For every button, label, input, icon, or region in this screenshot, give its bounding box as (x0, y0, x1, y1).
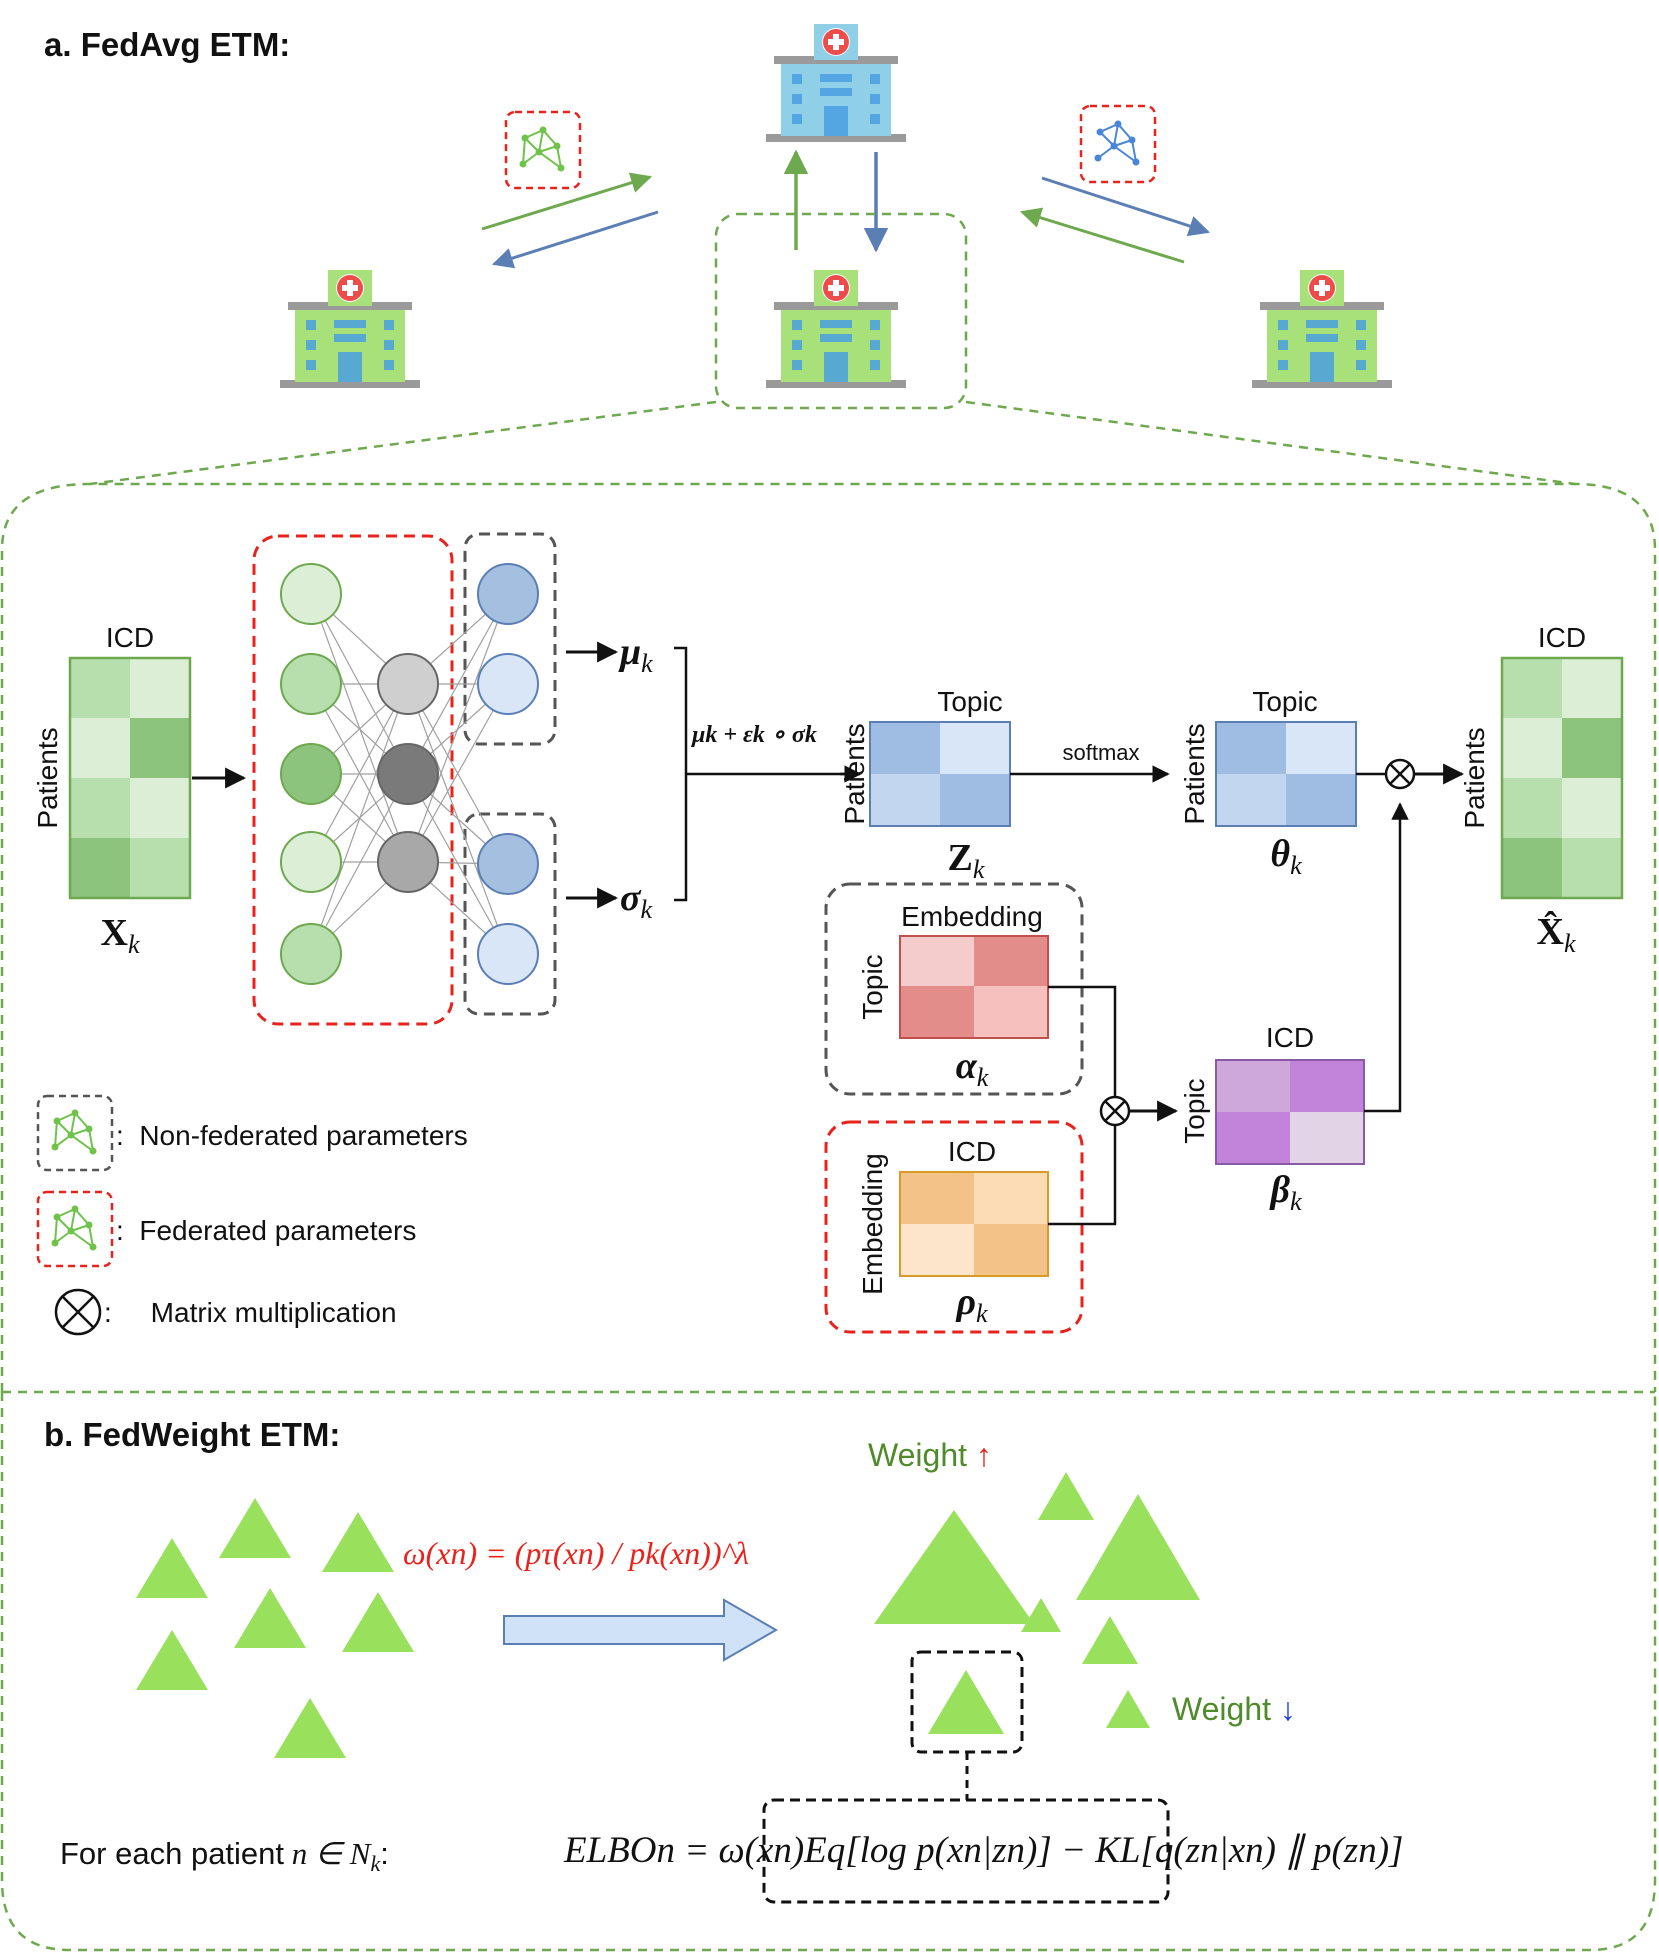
upload-arrow-right (1019, 207, 1185, 264)
beta-matrix-side-label: Topic (1179, 1078, 1210, 1143)
legend-non-federated-swatch (36, 1094, 114, 1172)
reweighting-arrow (503, 1598, 779, 1662)
legend-non-federated-label: : Non-federated parameters (116, 1120, 468, 1151)
legend-federated-label: : Federated parameters (116, 1215, 416, 1246)
reparam-label: μk + εk ∘ σk (690, 722, 817, 748)
beta-matrix-top-label: ICD (1266, 1022, 1314, 1053)
input-samples (136, 1498, 414, 1758)
matmul-legend-icon (54, 1288, 102, 1336)
upload-arrow-left (481, 172, 653, 231)
download-arrow-right (1041, 176, 1210, 237)
input-matrix-side-label: Patients (32, 727, 63, 828)
alpha-matrix-top-label: Embedding (901, 901, 1043, 932)
output-matrix-side-label: Patients (1459, 727, 1490, 828)
network-icon (50, 1108, 98, 1156)
weight-down-label: Weight ↓ (1172, 1691, 1296, 1727)
network-icon (518, 125, 566, 173)
softmax-label: softmax (1062, 740, 1139, 765)
zoom-line-right (965, 400, 1576, 486)
weight-up-label: Weight ↑ (868, 1437, 992, 1473)
matmul-symbol-beta (1099, 1095, 1131, 1127)
alpha-matrix-var: αk (956, 1045, 989, 1092)
theta-matrix-top-label: Topic (1252, 686, 1317, 717)
output-matrix-top-label: ICD (1538, 622, 1586, 653)
input-matrix-x: ICD Patients Xk (32, 622, 192, 959)
hospital-icon-left (280, 270, 420, 388)
input-layer (280, 563, 342, 985)
rho-matrix-var: ρk (955, 1281, 988, 1328)
federated-encoder-frame (252, 534, 454, 1026)
alpha-to-product (1048, 985, 1117, 1097)
rho-matrix-top-label: ICD (948, 1136, 996, 1167)
beta-to-final-product (1364, 802, 1409, 1113)
hidden-layer (377, 653, 439, 893)
sigma-label: σk (620, 877, 652, 924)
z-matrix: Topic Patients Zk (839, 686, 1011, 884)
legend-matmul-label: : Matrix multiplication (104, 1297, 397, 1328)
legend: : Non-federated parameters : Federated p… (36, 1094, 468, 1336)
rho-matrix: ICD Embedding ρk (857, 1136, 1049, 1328)
input-matrix-top-label: ICD (106, 622, 154, 653)
alpha-matrix: Embedding Topic αk (857, 901, 1049, 1092)
z-matrix-var: Zk (948, 837, 985, 884)
theta-matrix-var: θk (1270, 833, 1302, 880)
federated-rho-frame (824, 1120, 1084, 1334)
network-icon (1093, 119, 1141, 167)
weight-term-frame (762, 1798, 1170, 1904)
weight-formula: ω(xn) = (pτ(xn) / pk(xn))^λ (403, 1535, 749, 1571)
panel-a-title: a. FedAvg ETM: (44, 26, 290, 63)
matmul-symbol-final (1384, 758, 1416, 790)
output-matrix-var: X̂k (1537, 911, 1576, 958)
mu-label: μk (618, 631, 653, 678)
legend-federated-swatch (36, 1190, 114, 1268)
weighted-samples (874, 1472, 1200, 1734)
theta-matrix: Topic Patients θk (1179, 686, 1357, 880)
sigma-head-frame (463, 812, 557, 1016)
model-detail-frame (0, 482, 1657, 1392)
network-icon-frame-right (1079, 104, 1157, 184)
panel-b-title: b. FedWeight ETM: (44, 1416, 340, 1453)
network-icon (50, 1204, 98, 1252)
theta-matrix-side-label: Patients (1179, 723, 1210, 824)
beta-matrix: ICD Topic βk (1179, 1022, 1365, 1216)
latent-layer (477, 563, 539, 985)
local-client-highlight (714, 212, 968, 410)
output-matrix-x-hat: ICD Patients X̂k (1459, 622, 1624, 958)
hospital-icon-server (766, 24, 906, 142)
for-each-label: For each patient n ∈ Nk: (60, 1836, 389, 1876)
panel-b-frame (0, 1392, 1657, 1952)
hospital-icon-center (766, 270, 906, 388)
beta-matrix-var: βk (1268, 1169, 1301, 1216)
elbo-equation: ELBOn = ω(xn)Eq[log p(xn|zn)] − KL[q(zn|… (563, 1830, 1403, 1871)
network-icon-frame-left (504, 110, 582, 190)
zoom-line-left (89, 400, 717, 486)
hospital-icon-right (1252, 270, 1392, 388)
download-arrow-left (491, 210, 659, 269)
rho-matrix-side-label: Embedding (857, 1153, 888, 1295)
rho-to-product (1048, 1125, 1117, 1226)
z-matrix-side-label: Patients (839, 723, 870, 824)
reparam-bracket (674, 646, 855, 902)
z-matrix-top-label: Topic (937, 686, 1002, 717)
input-matrix-var: Xk (101, 912, 140, 959)
non-federated-alpha-frame (824, 882, 1084, 1096)
alpha-matrix-side-label: Topic (857, 954, 888, 1019)
